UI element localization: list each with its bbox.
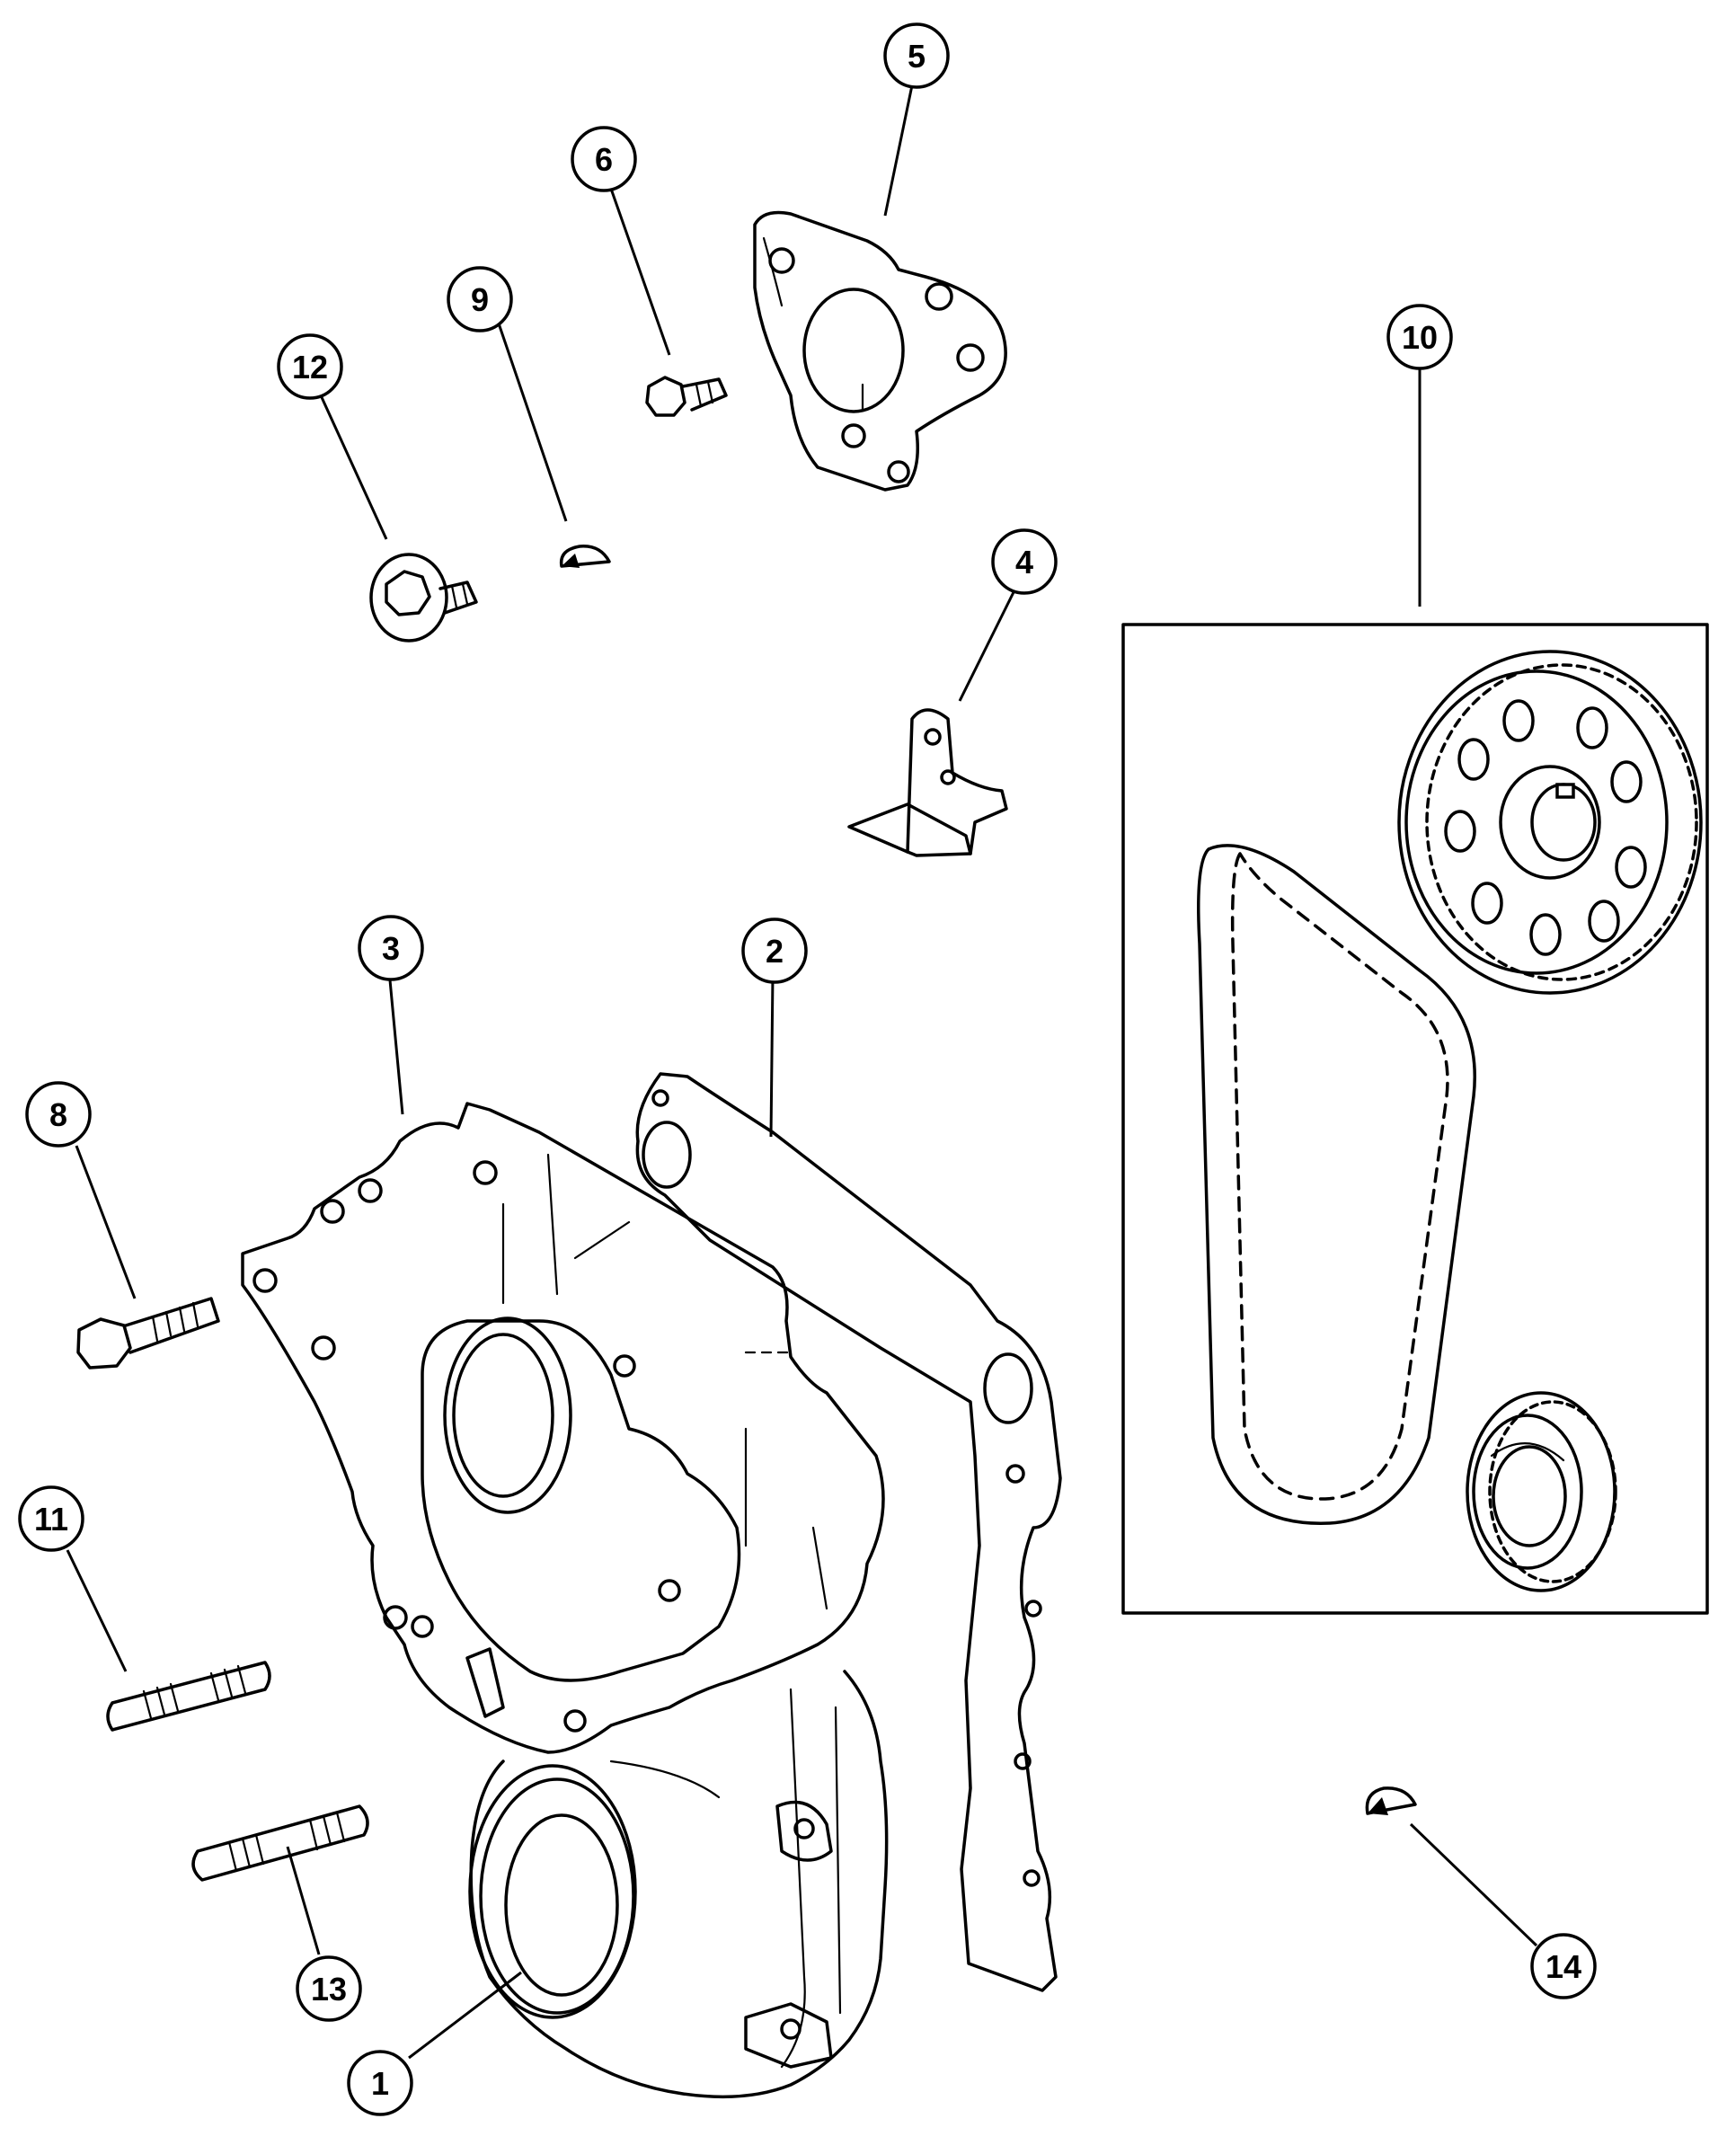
callout-5: 5 xyxy=(883,22,950,89)
callout-13-label: 13 xyxy=(311,1971,347,2008)
part-woodruff-key-upper xyxy=(559,545,611,568)
callout-9: 9 xyxy=(447,266,513,332)
callout-3-label: 3 xyxy=(382,930,400,967)
callout-9-label: 9 xyxy=(471,281,489,318)
cam-sprocket xyxy=(1397,650,1703,995)
part-stud-lower xyxy=(191,1804,369,1882)
callout-12-label: 12 xyxy=(292,349,328,386)
callout-1: 1 xyxy=(347,2050,413,2116)
callout-4: 4 xyxy=(991,528,1058,595)
callout-8-label: 8 xyxy=(49,1096,67,1133)
callout-8: 8 xyxy=(25,1081,92,1148)
part-small-bolt xyxy=(645,376,728,417)
callout-14: 14 xyxy=(1530,1933,1597,1999)
callout-13: 13 xyxy=(296,1955,362,2022)
part-flange-bolt xyxy=(369,553,478,643)
part-gasket xyxy=(635,1072,1062,1992)
callout-5-label: 5 xyxy=(908,38,926,75)
callout-10-label: 10 xyxy=(1402,319,1438,356)
callout-3: 3 xyxy=(358,915,424,981)
leader-lines xyxy=(66,84,1538,2060)
crank-sprocket xyxy=(1466,1391,1617,1592)
callout-2: 2 xyxy=(741,917,808,984)
callout-2-label: 2 xyxy=(766,933,784,970)
callout-11-label: 11 xyxy=(34,1501,68,1538)
callout-6-label: 6 xyxy=(595,141,613,178)
part-timing-cover xyxy=(241,1102,889,2099)
callout-6: 6 xyxy=(571,126,637,192)
callout-11: 11 xyxy=(18,1485,84,1552)
timing-chain xyxy=(1197,844,1476,1525)
callout-1-label: 1 xyxy=(371,2065,389,2102)
part-woodruff-key-lower xyxy=(1365,1786,1417,1815)
part-stud-upper xyxy=(106,1661,271,1732)
part-timing-set-box xyxy=(1121,623,1709,1615)
callout-10: 10 xyxy=(1386,304,1453,370)
callout-12: 12 xyxy=(277,333,343,400)
callout-4-label: 4 xyxy=(1015,544,1033,581)
part-plate xyxy=(753,210,1007,492)
callout-14-label: 14 xyxy=(1546,1948,1581,1985)
part-bracket xyxy=(847,708,1008,857)
part-hex-bolt xyxy=(76,1297,220,1370)
